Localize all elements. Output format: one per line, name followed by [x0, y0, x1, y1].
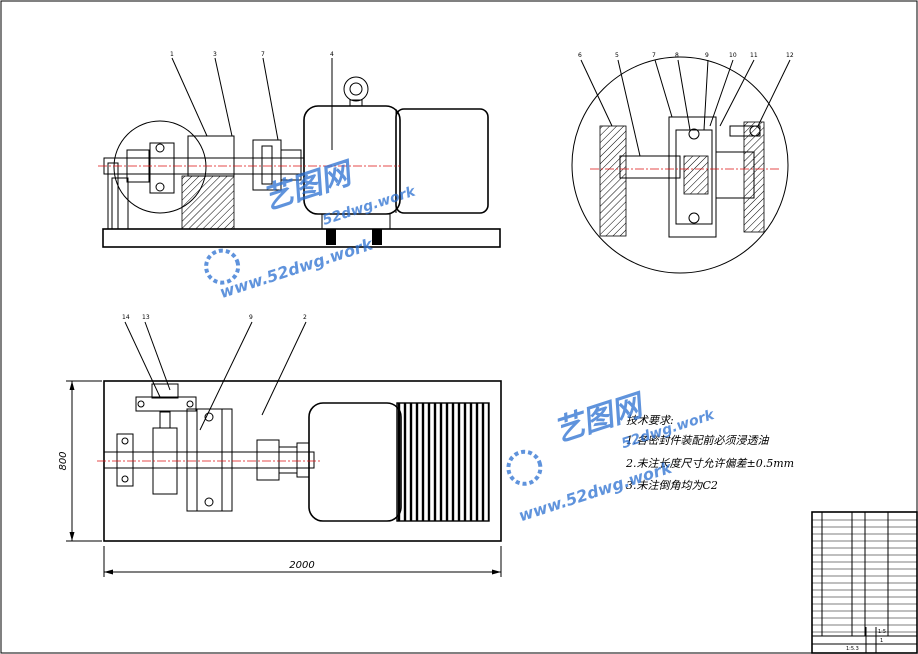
tech-req-item-3: 3.未注倒角均为C2 [626, 479, 718, 492]
callout-top-2: 13 [142, 314, 150, 321]
callout-detail-8: 12 [786, 52, 794, 59]
base-plate [102, 228, 501, 248]
callout-front-2: 3 [213, 51, 217, 58]
detail-circle [113, 120, 207, 214]
callout-detail-6: 10 [729, 52, 737, 59]
length-dimension: 2000 [289, 560, 314, 571]
callout-detail-7: 11 [750, 52, 758, 59]
detail-view: 6 5 7 8 9 10 11 12 [571, 52, 794, 274]
callout-top-1: 14 [122, 314, 130, 321]
callout-detail-1: 6 [578, 52, 582, 59]
width-dimension: 800 [58, 451, 69, 470]
front-view: 1 3 7 4 [98, 51, 501, 248]
tech-req-item-1: 1.各密封件装配前必须浸透油 [626, 434, 769, 447]
callout-detail-2: 5 [615, 52, 619, 59]
callout-top-3: 9 [249, 314, 253, 321]
callout-front-4: 4 [330, 51, 334, 58]
callout-front-3: 7 [261, 51, 265, 58]
lifting-eye [343, 76, 369, 102]
callout-top-4: 2 [303, 314, 307, 321]
bearing-housing [181, 175, 235, 230]
top-motor-body [308, 402, 402, 522]
callout-detail-4: 8 [675, 52, 679, 59]
title-block: 1:5 1 1:5.3 [811, 511, 918, 654]
callout-detail-3: 7 [652, 52, 656, 59]
top-view: 14 13 9 2 2000 800 [58, 314, 502, 577]
detail-view-circle [571, 56, 789, 274]
watermark-url-bottom-top: www.52dwg.work [217, 234, 376, 302]
title-block-sheet: 1 [880, 638, 883, 644]
tech-req-title: 技术要求: [626, 414, 674, 427]
top-bearing-block [186, 408, 233, 512]
callout-front-1: 1 [170, 51, 174, 58]
tech-req-item-2: 2.未注长度尺寸允许偏差±0.5mm [625, 457, 794, 470]
title-block-code: 1:5.3 [846, 646, 859, 652]
callout-detail-5: 9 [705, 52, 709, 59]
title-block-scale: 1:5 [878, 629, 886, 635]
technical-requirements: 技术要求: 1.各密封件装配前必须浸透油 2.未注长度尺寸允许偏差±0.5mm … [625, 414, 794, 492]
top-motor-fins [396, 402, 490, 522]
